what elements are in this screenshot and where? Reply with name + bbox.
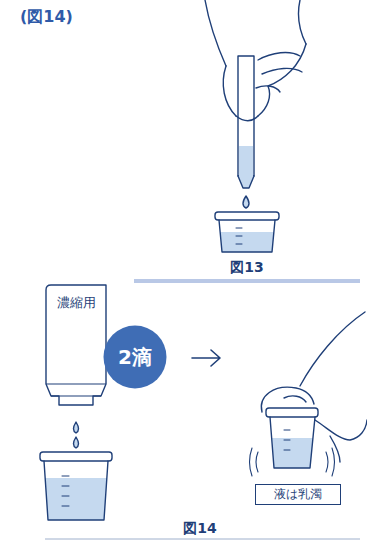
caption-label: 図14 <box>183 520 216 536</box>
bottle-body <box>46 285 106 405</box>
drop-count: 2滴 <box>118 344 152 371</box>
badge-fill <box>104 326 167 389</box>
arrow <box>192 350 220 366</box>
bottle-label: 濃縮用 <box>57 294 96 312</box>
drops <box>74 422 79 448</box>
sample-cup <box>40 452 112 520</box>
note-box: 液は乳濁 <box>255 484 341 505</box>
reagent-bottle: 濃縮用 <box>45 284 107 406</box>
caption-label: (図14) <box>20 8 73 26</box>
sample-cup <box>215 212 279 252</box>
caption-label: 図13 <box>230 259 263 275</box>
caption-bar <box>134 279 360 283</box>
caption-rule <box>45 539 360 540</box>
bottle-rings <box>46 384 106 396</box>
hand-shaking <box>250 312 367 476</box>
count-badge: 2滴 <box>103 325 167 389</box>
hand-dropper <box>205 0 306 208</box>
note-text: 液は乳濁 <box>274 486 322 503</box>
